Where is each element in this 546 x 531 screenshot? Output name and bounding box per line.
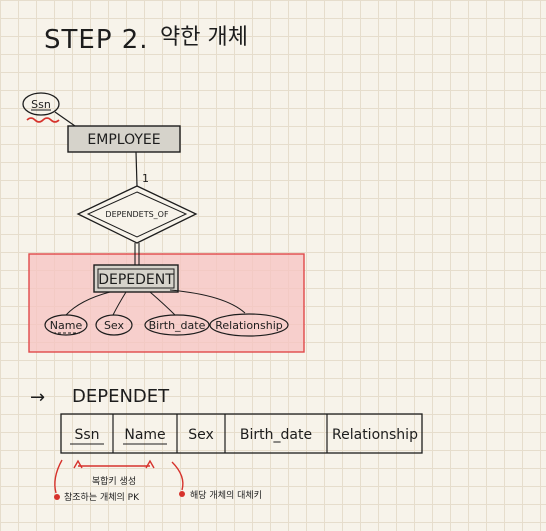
column-relationship: Relationship	[332, 427, 418, 443]
arrow-mark: →	[30, 387, 45, 408]
dependents-of-relationship: DEPENDETS_OF	[76, 185, 198, 244]
sex-attribute: Sex	[95, 314, 133, 336]
column-ssn: Ssn	[74, 427, 99, 443]
partial-key-note: 해당 개체의 대체키	[190, 490, 262, 501]
step-label: STEP 2.	[44, 25, 149, 55]
ssn-attribute: Ssn	[22, 92, 60, 116]
attribute-connectors	[65, 289, 246, 316]
name-attribute: Name	[44, 314, 88, 336]
owner-pk-note: 참조하는 개체의 PK	[64, 492, 140, 503]
birth-date-attribute-label: Birth_date	[149, 319, 206, 332]
relationship-attribute: Relationship	[209, 313, 289, 337]
column-birth-date: Birth_date	[240, 427, 312, 443]
employee-entity-label: EMPLOYEE	[87, 132, 160, 148]
cardinality-label: 1	[142, 172, 149, 185]
relationship-label: DEPENDETS_OF	[105, 210, 169, 219]
column-name: Name	[124, 427, 165, 443]
sex-attribute-label: Sex	[104, 319, 125, 332]
employee-entity: EMPLOYEE	[67, 125, 181, 153]
column-sex: Sex	[188, 427, 214, 443]
employee-relationship-connector	[135, 151, 138, 187]
relation-table: Ssn Name Sex Birth_date Relationship	[60, 413, 423, 454]
composite-key-note: 복합키 생성	[92, 476, 136, 487]
ssn-connector	[54, 111, 76, 127]
page-title: 약한 개체	[160, 25, 248, 50]
relationship-attribute-label: Relationship	[215, 319, 283, 332]
composite-key-bracket	[73, 459, 155, 469]
dependent-entity: DEPEDENT	[93, 264, 179, 293]
ssn-attribute-label: Ssn	[31, 98, 51, 111]
owner-pk-arrow-head	[54, 494, 60, 500]
name-attribute-label: Name	[50, 319, 83, 332]
red-underline-mark	[26, 117, 60, 123]
partial-key-arrow-head	[179, 491, 185, 497]
dependent-entity-label: DEPEDENT	[98, 272, 174, 288]
owner-pk-arrow	[54, 459, 63, 494]
partial-key-arrow	[171, 461, 184, 491]
relation-name: DEPENDET	[72, 386, 170, 407]
birth-date-attribute: Birth_date	[144, 314, 210, 336]
